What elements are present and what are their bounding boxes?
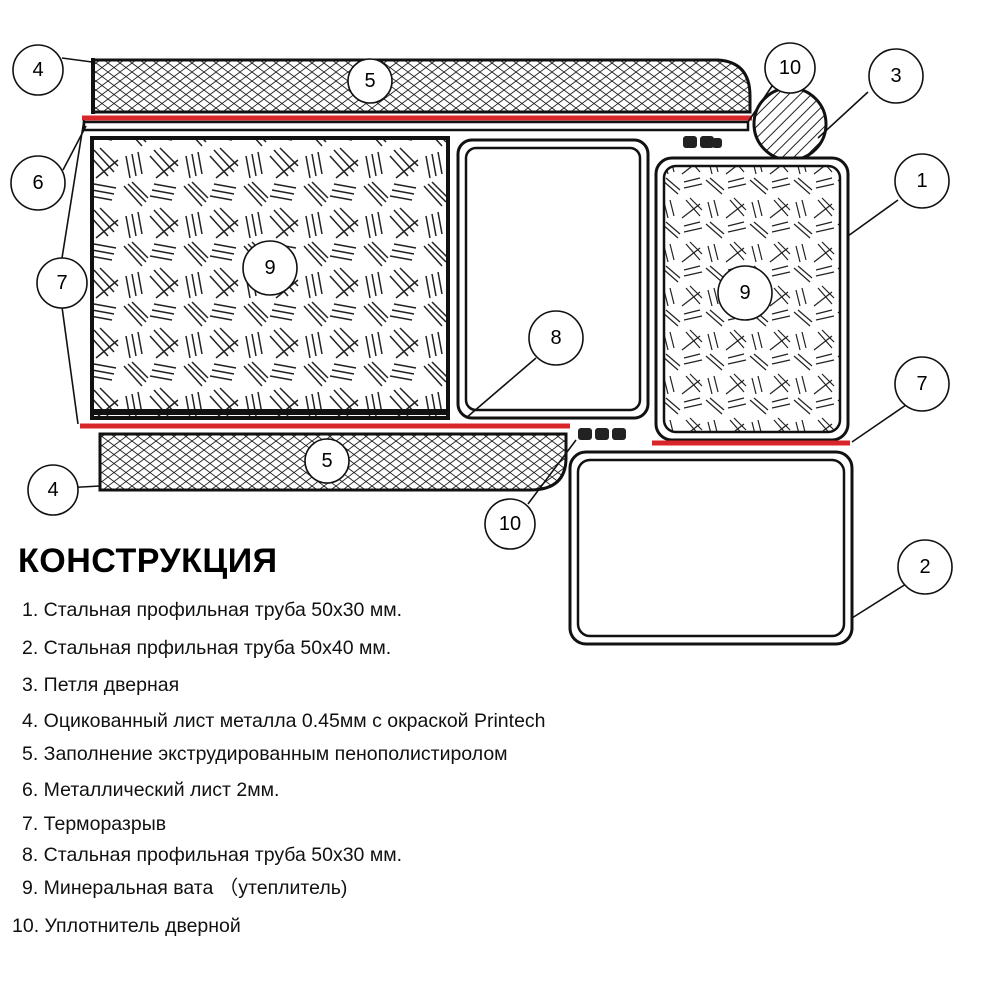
legend-title: КОНСТРУКЦИЯ	[18, 542, 278, 580]
callouts: 4 5 10 3 6 1 9 7 9 8 7 5 4 10 2	[10, 42, 953, 595]
top-foam-panel	[91, 58, 752, 114]
legend-item-3: 3. Петля дверная	[22, 674, 180, 696]
callout-label: 9	[739, 282, 750, 304]
legend-item-4: 4. Оцикованный лист металла 0.45мм с окр…	[22, 710, 546, 732]
legend-item-2: 2. Стальная прфильная труба 50х40 мм.	[22, 637, 392, 659]
callout-label: 5	[321, 450, 332, 472]
profile-tube-2	[568, 450, 854, 646]
callout-4-bottom: 4	[27, 464, 79, 516]
callout-7-left: 7	[36, 257, 88, 309]
callout-label: 4	[47, 479, 58, 501]
callout-8: 8	[528, 310, 584, 366]
top-door-seal	[683, 136, 722, 148]
legend-item-10: 10. Уплотнитель дверной	[12, 915, 241, 937]
legend-item-6: 6. Металлический лист 2мм.	[22, 779, 280, 801]
callout-label: 10	[779, 57, 801, 79]
callout-10-top: 10	[764, 42, 816, 94]
callout-label: 8	[550, 327, 561, 349]
door-hinge	[752, 86, 828, 162]
callout-5-bottom: 5	[304, 438, 350, 484]
callout-10-bottom: 10	[484, 498, 536, 550]
legend-item-9: 9. Минеральная вата （утеплитель)	[22, 877, 348, 899]
bottom-door-seal	[578, 428, 626, 440]
callout-6: 6	[10, 155, 66, 211]
legend-item-8: 8. Стальная профильная труба 50х30 мм.	[22, 844, 403, 866]
leader-lines	[61, 57, 907, 619]
profile-tube-8	[456, 138, 650, 420]
callout-label: 7	[56, 272, 67, 294]
callout-4-top: 4	[12, 44, 64, 96]
callout-label: 4	[32, 59, 43, 81]
callout-label: 5	[364, 70, 375, 92]
callout-label: 1	[916, 170, 927, 192]
callout-label: 9	[264, 257, 275, 279]
callout-label: 2	[919, 556, 930, 578]
callout-7-right: 7	[894, 356, 950, 412]
callout-label: 10	[499, 513, 521, 535]
callout-9-right: 9	[717, 265, 773, 321]
legend-item-5: 5. Заполнение экструдированным пенополис…	[22, 743, 508, 765]
legend-item-7: 7. Терморазрыв	[22, 813, 167, 835]
callout-5-top: 5	[347, 58, 393, 104]
callout-9-left: 9	[242, 240, 298, 296]
callout-1: 1	[894, 153, 950, 209]
callout-label: 7	[916, 373, 927, 395]
callout-label: 3	[890, 65, 901, 87]
callout-label: 6	[32, 172, 43, 194]
callout-2: 2	[897, 539, 953, 595]
legend-item-1: 1. Стальная профильная труба 50х30 мм.	[22, 599, 403, 621]
callout-3: 3	[868, 48, 924, 104]
top-metal-sheet	[82, 115, 752, 132]
